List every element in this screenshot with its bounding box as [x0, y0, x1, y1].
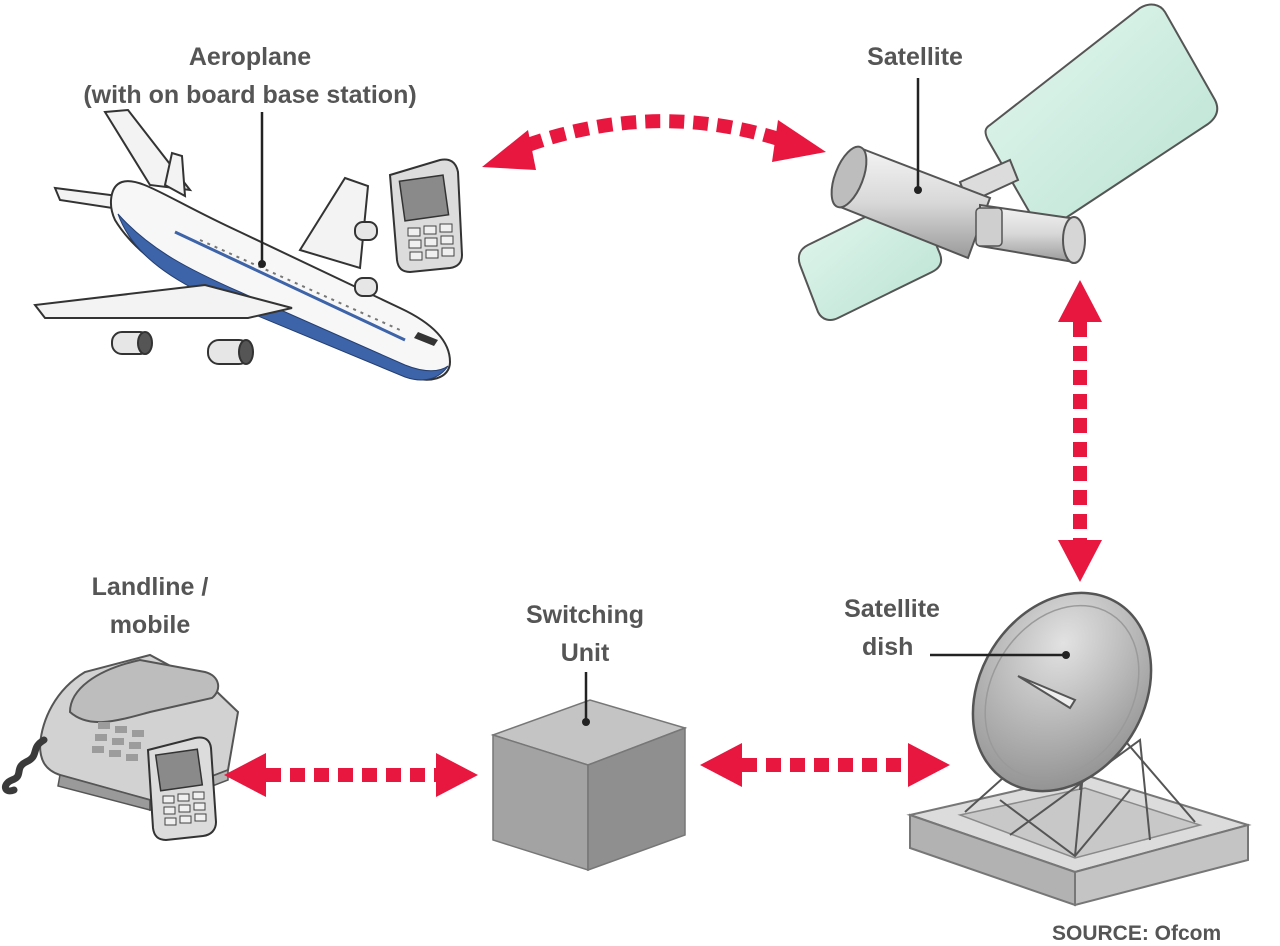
- satellite-label: Satellite: [867, 43, 963, 71]
- switch-dish-arrow: [700, 743, 950, 787]
- aeroplane-label: Aeroplane (with on board base station): [30, 38, 470, 114]
- aeroplane-label-line1: Aeroplane: [188, 43, 312, 71]
- source-credit: SOURCE: Ofcom: [1052, 922, 1222, 945]
- satellite-icon: [797, 3, 1219, 321]
- satellite-dish-pointer: [930, 651, 1070, 659]
- satellite-dish-label: Satellite dish: [812, 590, 972, 666]
- switching-unit-label-line1: Switching: [525, 601, 645, 629]
- satellite-dish-label-line1: Satellite: [844, 595, 940, 623]
- landline-mobile-phone-icon: [146, 736, 218, 842]
- switching-unit-icon: [490, 699, 688, 872]
- switching-unit-label-line2: Unit: [560, 639, 610, 667]
- plane-satellite-arrow: [482, 114, 826, 170]
- satellite-dish-arrow: [1058, 280, 1102, 582]
- landline-label-line2: mobile: [109, 611, 191, 639]
- aeroplane-pointer: [258, 112, 266, 268]
- switching-unit-label: Switching Unit: [490, 596, 680, 672]
- satellite-dish-icon: [906, 591, 1252, 907]
- mobile-phone-icon: [388, 158, 464, 274]
- aeroplane-icon: [33, 108, 452, 381]
- landline-label: Landline / mobile: [60, 568, 240, 644]
- landline-switch-arrow: [224, 753, 478, 797]
- aeroplane-label-line2: (with on board base station): [83, 81, 417, 109]
- satellite-dish-label-line2: dish: [862, 633, 914, 661]
- switching-unit-pointer: [582, 672, 590, 726]
- satellite-pointer: [914, 78, 922, 194]
- landline-label-line1: Landline /: [91, 573, 209, 601]
